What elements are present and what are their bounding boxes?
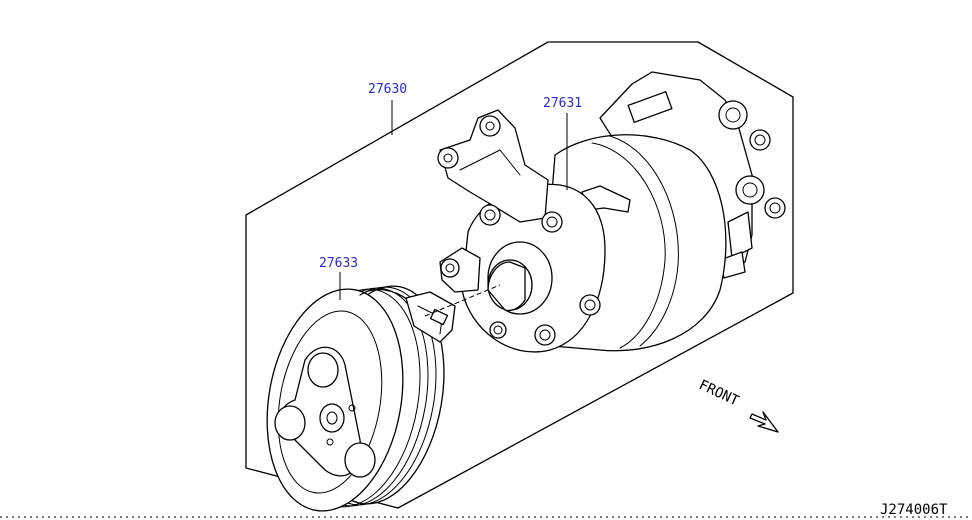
part-number-27633[interactable]: 27633: [319, 256, 358, 271]
assembly-frame: [245, 41, 794, 509]
front-label: FRONT: [696, 377, 741, 410]
shaft-axis-line: [424, 284, 501, 317]
front-housing-bolts: [479, 204, 601, 346]
clutch-connector: [359, 288, 456, 343]
front-indicator: FRONT: [696, 377, 779, 433]
front-arrow-icon: [749, 411, 779, 433]
part-number-27630[interactable]: 27630: [368, 82, 407, 97]
diagram-code: J274006T: [880, 502, 948, 518]
part-number-27631[interactable]: 27631: [543, 96, 582, 111]
clutch-pulley: [266, 285, 445, 512]
compressor-body: [437, 71, 786, 353]
